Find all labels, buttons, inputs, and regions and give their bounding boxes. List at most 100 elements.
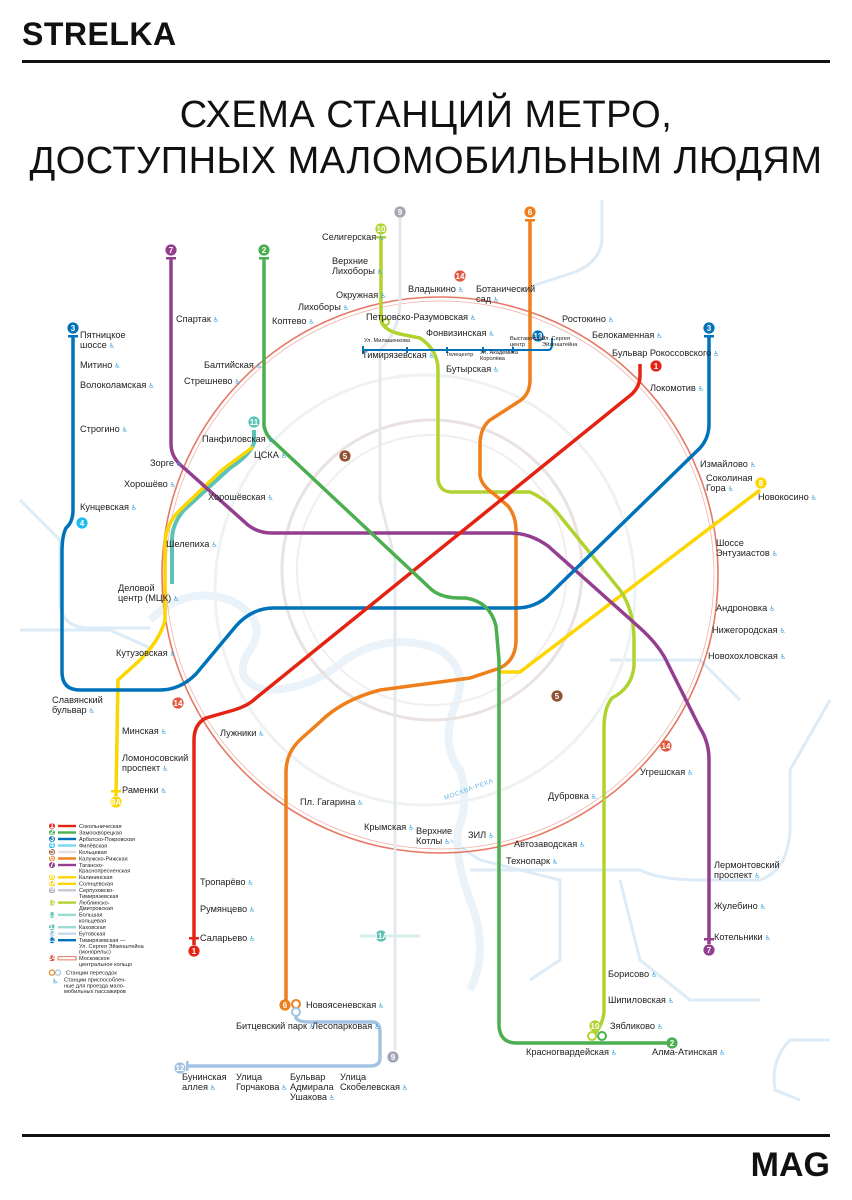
legend-label-line: Кольцевая [79,850,107,856]
wheelchair-icon: ♿ [170,650,176,658]
station-label: Волоколамская♿ [80,380,155,390]
line-badge-number: 8A [111,798,121,807]
legend-label: Калужско-Рижская [79,856,128,862]
station-label: Белокаменная♿ [592,330,663,340]
station-label: Ростокино♿ [562,314,614,324]
station-label: Котельники♿ [714,932,771,942]
legend-label: Калининская [79,875,113,881]
station-name: Селигерская [322,232,376,242]
station-name: Улица [236,1072,263,1082]
line-badge-6: 6 [279,999,291,1011]
wheelchair-icon: ♿ [377,268,383,276]
line-badge-8A: 8A [110,796,122,808]
station-name: Автозаводская [514,839,577,849]
wheelchair-icon: ♿ [170,481,176,489]
line-badge-14: 14 [660,740,672,752]
station-name: проспект [714,870,753,880]
line-badge-7: 7 [165,244,177,256]
wheelchair-icon: ♿ [765,934,771,942]
wheelchair-icon: ♿ [176,460,182,468]
wheelchair-icon: ♿ [728,485,734,493]
station-label: Технопарк♿ [506,856,558,866]
legend-label-line: Тимирязевская — [79,938,126,944]
wheelchair-icon: ♿ [281,452,287,460]
wheelchair-icon: ♿ [213,316,219,324]
legend-label: Кольцевая [79,850,107,856]
wheelchair-icon: ♿ [374,1023,380,1031]
line-badge-14: 14 [172,697,184,709]
legend-label-line: Большая [79,913,102,919]
station-label: Андроновка♿ [716,603,775,613]
wheelchair-icon: ♿ [668,997,674,1005]
wheelchair-icon: ♿ [750,461,756,469]
station-name: Раменки [122,785,159,795]
wheelchair-icon: ♿ [713,350,719,358]
station-name: Балтийская [204,360,254,370]
wheelchair-icon: ♿ [309,318,315,326]
station-name: Митино [80,360,112,370]
bottom-rule [22,1134,830,1137]
wheelchair-icon: ♿ [248,879,254,887]
monorail-station-name: Телецентр [446,352,473,358]
wheelchair-icon: ♿ [402,1084,408,1092]
line-badge-number: 5 [555,692,560,701]
station-label: Крымская♿ [364,822,415,832]
station-label: Красногвардейская♿ [526,1047,617,1057]
wheelchair-icon: ♿ [772,550,778,558]
legend-label-line: Ул. Сергея Эйзенштейна [79,943,145,950]
line-badge-9: 9 [394,206,406,218]
station-name: Бунинская [182,1072,227,1082]
wheelchair-icon: ♿ [162,765,168,773]
line-7-tagansko [169,258,711,944]
station-name: Котлы [416,836,442,846]
legend-number: 1 [50,821,55,830]
line-badge-number: 3 [707,324,712,333]
station-name: шоссе [80,340,107,350]
legend-label-line: кольцевая [79,919,106,925]
station-label: Битцевский парк♿ [236,1021,315,1031]
wheelchair-icon: ♿ [89,707,95,715]
legend-transfer: Станции пересадок [48,969,117,976]
station-name: Энтузиастов [716,548,770,558]
legend-label-line: центральное кольцо [79,962,132,968]
wheelchair-icon: ♿ [235,378,241,386]
legend-label-line: Бутовская [79,932,105,938]
station-label: Зорге♿ [150,458,182,468]
station-name: ЦСКА [254,450,280,460]
station-name: Горчакова [236,1082,280,1092]
wheelchair-icon: ♿ [470,314,476,322]
station-label: Тропарёво♿ [200,877,254,887]
legend-number: 10 [48,897,57,906]
line-badge-number: 1 [654,362,659,371]
station-name: Кутузовская [116,648,168,658]
line-badge-5: 5 [339,450,351,462]
legend-label-line: (монорельс) [79,950,111,956]
legend-number: 4 [50,840,55,849]
legend-label: Филёвская [79,843,107,849]
legend-number: 9 [50,885,55,894]
wheelchair-icon: ♿ [268,436,274,444]
line-5-koltsevaya [280,418,584,722]
legend-label-line: Краснопресненская [79,869,130,875]
station-name: Румянцево [200,904,247,914]
line-badge-number: 8 [759,479,764,488]
line-8a-solntsevskaya [114,445,255,797]
station-name: Фонвизинская [426,328,487,338]
line-badge-number: 12 [176,1064,185,1073]
legend-label: Серпуховско-Тимирязевская [79,888,118,900]
station-name: Минская [122,726,159,736]
station-label: Панфиловская♿ [202,434,274,444]
station-name: Владыкино [408,284,456,294]
legend-label-line: Арбатско-Покровская [79,837,135,843]
station-name: Ботанический [476,284,535,294]
line-badge-number: 5 [343,452,348,461]
station-label: Лихоборы♿ [298,302,349,312]
wheelchair-icon: ♿ [161,787,167,795]
monorail-station-name: Ул. Сергея [542,336,570,342]
wheelchair-icon: ♿ [552,858,558,866]
